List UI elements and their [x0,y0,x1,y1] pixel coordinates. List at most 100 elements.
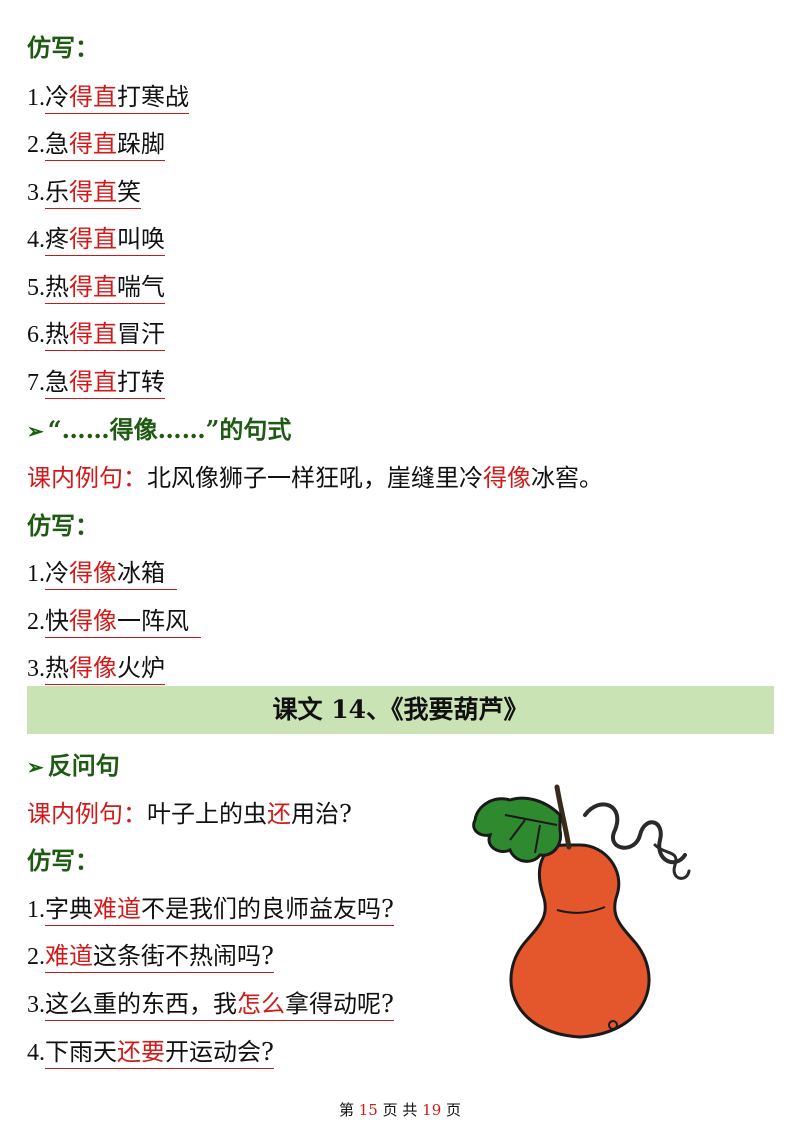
item-part: 字典 [45,895,93,923]
item-answer: 急得直跺脚 [45,129,165,161]
item-keyword: 难道 [93,895,141,923]
item-keyword: 得直 [69,130,117,158]
item-number: 5. [27,275,45,301]
item-keyword: 得直 [69,320,117,348]
item-part: 疼 [45,225,69,253]
item-part: 笑 [117,178,141,206]
list-item: 3.乐得直笑 [27,177,141,209]
item-part: 下雨天 [45,1038,117,1066]
list-item: 2.急得直跺脚 [27,129,165,161]
item-part: 热 [45,654,69,682]
arrow-bullet-icon: ➢ [27,419,44,443]
item-answer: 下雨天还要开运动会? [45,1037,274,1069]
item-keyword: 得像 [69,559,117,587]
item-answer: 冷得直打寒战 [45,82,189,114]
item-answer: 字典难道不是我们的良师益友吗? [45,894,394,926]
page-footer: 第 15 页 共 19 页 [0,1099,800,1120]
example-text: 冰窖。 [531,464,603,492]
item-number: 1. [27,85,45,111]
list-item: 3.热得像火炉 [27,653,165,685]
item-part: 冷 [45,83,69,111]
item-keyword: 还要 [117,1038,165,1066]
item-part: 热 [45,273,69,301]
item-keyword: 得像 [69,654,117,682]
item-answer: 疼得直叫唤 [45,224,165,256]
item-number: 2. [27,944,45,970]
example-label: 课内例句： [27,800,147,828]
item-part: 拿得动呢? [285,990,394,1018]
list-item: 1.字典难道不是我们的良师益友吗? [27,894,394,926]
lesson-banner: 课文 14、《我要葫芦》 [27,686,774,734]
list-item: 1.冷得直打寒战 [27,82,189,114]
gourd-illustration [472,784,691,1039]
example-label: 课内例句： [27,464,147,492]
item-part: 这么重的东西，我 [45,990,237,1018]
example-keyword: 还 [267,800,291,828]
item-answer: 急得直打转 [45,367,165,399]
item-answer: 热得直喘气 [45,272,165,304]
item-number: 3. [27,992,45,1018]
example-text: 叶子上的虫 [147,800,267,828]
item-part: 冷 [45,559,69,587]
item-answer: 冷得像冰箱 [45,558,177,590]
item-part: 冰箱 [117,559,165,587]
example-sentence: 课内例句：叶子上的虫还用治? [27,799,352,829]
item-answer: 难道这条街不热闹吗? [45,941,274,973]
item-number: 1. [27,561,45,587]
item-part: 这条街不热闹吗? [93,942,274,970]
section2-title: ➢“……得像……”的句式 [27,415,291,446]
item-part: 不是我们的良师益友吗? [141,895,394,923]
item-number: 1. [27,897,45,923]
item-part: 快 [45,607,69,635]
list-item: 4.疼得直叫唤 [27,224,165,256]
item-part: 热 [45,320,69,348]
item-number: 7. [27,370,45,396]
list-item: 4.下雨天还要开运动会? [27,1037,274,1069]
section3-heading: 仿写： [27,846,99,875]
item-part: 叫唤 [117,225,165,253]
list-item: 6.热得直冒汗 [27,319,165,351]
item-part: 跺脚 [117,130,165,158]
item-keyword: 得直 [69,273,117,301]
list-item: 3.这么重的东西，我怎么拿得动呢? [27,989,394,1021]
item-part: 急 [45,130,69,158]
list-item: 5.热得直喘气 [27,272,165,304]
item-part: 喘气 [117,273,165,301]
item-answer: 快得像一阵风 [45,606,201,638]
example-sentence: 课内例句：北风像狮子一样狂吼，崖缝里冷得像冰窖。 [27,463,603,493]
item-part: 乐 [45,178,69,206]
item-part: 打寒战 [117,83,189,111]
list-item: 7.急得直打转 [27,367,165,399]
item-answer: 热得像火炉 [45,653,165,685]
item-part: 一阵风 [117,607,189,635]
list-item: 2.难道这条街不热闹吗? [27,941,274,973]
example-keyword: 得像 [483,464,531,492]
section1-heading: 仿写： [27,33,99,62]
item-number: 4. [27,1040,45,1066]
item-keyword: 怎么 [237,990,285,1018]
item-part: 打转 [117,368,165,396]
section-title-text: 反问句 [47,751,120,780]
item-answer: 这么重的东西，我怎么拿得动呢? [45,989,394,1021]
item-part: 火炉 [117,654,165,682]
list-item: 2.快得像一阵风 [27,606,201,638]
item-keyword: 难道 [45,942,93,970]
item-number: 6. [27,322,45,348]
item-part: 冒汗 [117,320,165,348]
item-number: 2. [27,609,45,635]
list-item: 1.冷得像冰箱 [27,558,177,590]
item-keyword: 得直 [69,225,117,253]
footer-text: 页 共 [382,1101,418,1119]
item-number: 3. [27,656,45,682]
item-number: 3. [27,180,45,206]
section2-heading: 仿写： [27,511,99,540]
footer-text: 第 [338,1101,354,1119]
item-keyword: 得直 [69,178,117,206]
example-text: 用治? [291,800,352,828]
item-answer: 乐得直笑 [45,177,141,209]
section-title-text: “……得像……”的句式 [47,415,292,444]
footer-text: 页 [446,1101,462,1119]
example-text: 北风像狮子一样狂吼，崖缝里冷 [147,464,483,492]
total-pages: 19 [422,1101,442,1119]
section3-title: ➢反问句 [27,751,120,782]
